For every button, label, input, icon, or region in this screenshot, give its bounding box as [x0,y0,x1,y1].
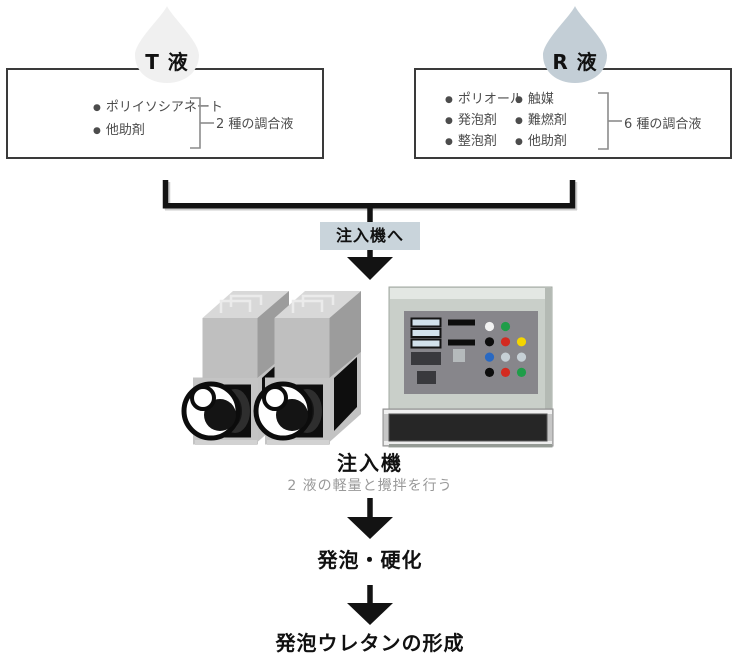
machine-title: 注入機 [337,451,403,475]
bullet-icon: ● [445,137,453,147]
display-strip [410,338,442,349]
ingredient-item: ●ポリオール [445,90,523,111]
ingredient-item: ● 発泡剤 [445,111,523,132]
arrow-down-icon [347,498,393,539]
ingredient-list: ● 触媒 ● 難燃剤 ● 他助剤 [515,90,567,153]
indicator-light [500,321,511,332]
indicator-light [500,367,511,377]
droplet-shape [543,6,607,83]
arrow-down-icon [347,585,393,625]
indicator-light [516,337,527,347]
bullet-icon: ● [93,103,101,113]
connector-lines [162,180,576,260]
ingredient-label: 発泡剤 [457,113,497,128]
ingredient-item: ● 他助剤 [515,132,567,153]
ingredient-list: ● ポリイソシアネート ● 他助剤 [93,97,223,143]
ingredient-item: ● 触媒 [515,90,567,111]
droplet-icon [135,6,199,83]
bullet-icon: ● [515,95,523,105]
ingredient-item: ● 整泡剤 [445,132,523,153]
indicator-light [516,367,527,377]
liquid-t-label: T 液 [145,50,189,74]
ingredients-box-r: ●ポリオール ●発泡剤 ●整泡剤 ●触媒 ●難燃剤 ●他助剤 6 種の調合液 [414,68,732,159]
panel-switch-bar [448,319,475,326]
ingredient-label: ポリオール [457,92,523,107]
indicator-light [500,352,511,362]
group-bracket-icon [598,92,622,150]
bullet-icon: ● [515,116,523,126]
bullet-icon: ● [445,116,453,126]
control-cabinet [382,286,554,448]
ingredient-label: 他助剤 [105,123,145,138]
ingredient-item: ● 他助剤 [93,120,223,143]
bullet-icon: ● [515,137,523,147]
indicator-light [484,321,495,332]
injection-machine-illustration [178,286,554,455]
ingredient-label: 触媒 [527,92,554,107]
droplet-shape [135,6,199,83]
blend-note-t: 2 種の調合液 [216,117,294,132]
ingredient-item: ● 難燃剤 [515,111,567,132]
arrow-down-icon [347,257,393,280]
indicator-light [516,352,527,362]
cabinet-vent [388,413,548,442]
indicator-light [484,337,495,347]
blend-note-r: 6 種の調合液 [624,117,702,132]
bullet-icon: ● [93,126,101,136]
ingredient-item: ● ポリイソシアネート [93,97,223,120]
merge-label: 注入機へ [320,222,420,250]
ingredient-label: 他助剤 [527,134,567,149]
group-bracket-icon [190,97,214,149]
display-strip [410,317,442,328]
indicator-light [484,367,495,377]
machine-description: 2 液の軽量と攪拌を行う [287,478,453,494]
step-foaming-curing: 発泡・硬化 [317,548,423,572]
liquid-r-label: R 液 [552,50,598,74]
ingredient-label: ポリイソシアネート [105,100,223,115]
indicator-light [500,337,511,347]
droplet-icon [543,6,607,83]
liquid-drop-t: T 液 [131,4,203,84]
merge-connector [162,180,578,280]
panel-switch-bar [448,339,475,346]
panel-slot [411,352,441,365]
panel-slot [417,371,436,384]
liquid-drop-r: R 液 [539,4,611,84]
panel-lights [484,321,527,377]
ingredient-list: ●ポリオール ●発泡剤 ●整泡剤 [445,90,523,153]
panel-button [453,349,465,362]
ingredient-label: 整泡剤 [457,134,497,149]
result-title: 発泡ウレタンの形成 [275,631,465,655]
bullet-icon: ● [445,95,453,105]
display-strip [410,328,442,338]
ingredient-label: 難燃剤 [527,113,567,128]
indicator-light [484,352,495,362]
